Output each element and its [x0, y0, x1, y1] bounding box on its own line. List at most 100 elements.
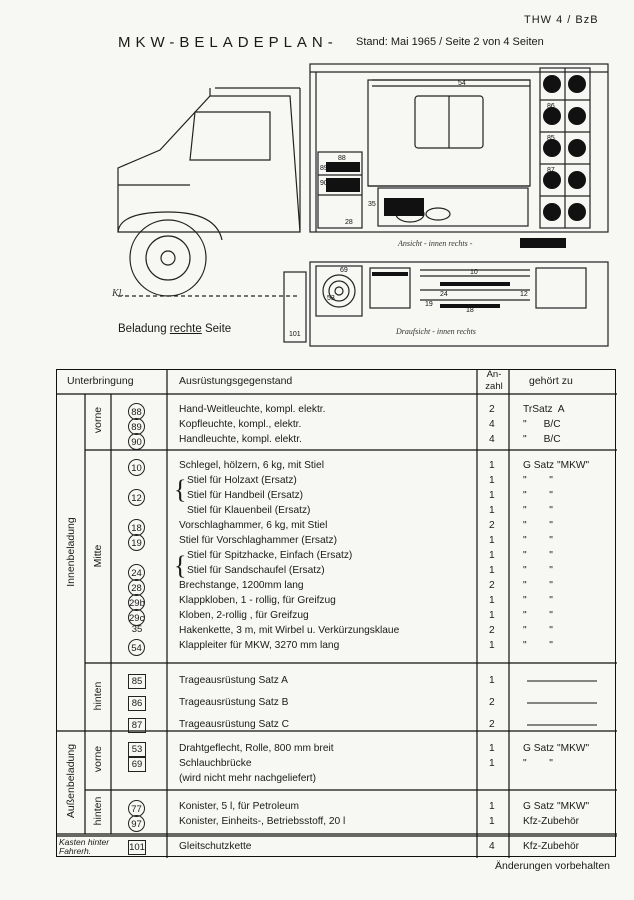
item-description: Stiel für Holzaxt (Ersatz): [187, 475, 297, 486]
subgroup-hinten-innen: hinten: [92, 681, 104, 711]
item-belongs-to: TrSatz A: [523, 404, 565, 415]
marker-54: 54: [458, 80, 466, 87]
marker-28: 28: [345, 219, 353, 226]
caption-underlined: rechte: [169, 323, 202, 335]
item-belongs-to: " ": [523, 505, 553, 516]
subgroup-vorne-aussen: vorne: [92, 745, 104, 773]
item-description: (wird nicht mehr nachgeliefert): [179, 773, 317, 784]
header-gegenstand: Ausrüstungsgegenstand: [179, 375, 293, 387]
item-number: 10: [128, 459, 145, 476]
item-description: Gleitschutzkette: [179, 841, 252, 852]
equipment-table: Unterbringung Ausrüstungsgegenstand An- …: [56, 369, 617, 858]
signature: Kl.: [111, 288, 124, 299]
item-quantity: 1: [489, 490, 495, 501]
item-quantity: 1: [489, 505, 495, 516]
brace-group-2: {: [174, 551, 187, 580]
caption-suffix: Seite: [201, 323, 232, 335]
item-description: Stiel für Handbeil (Ersatz): [187, 490, 304, 501]
item-belongs-to: " B/C: [523, 419, 561, 430]
item-description: Brechstange, 1200mm lang: [179, 580, 304, 591]
item-number: 35: [131, 624, 143, 635]
group-innenbeladung: Innenbeladung: [65, 517, 77, 587]
item-belongs-to: " ": [523, 580, 553, 591]
item-number: 69: [128, 757, 146, 772]
item-quantity: 4: [489, 841, 495, 852]
item-number: 101: [128, 840, 146, 855]
item-description: Handleuchte, kompl. elektr.: [179, 434, 302, 445]
group-kasten: Kasten hinter Fahrerh.: [59, 837, 110, 856]
item-description: Kloben, 2-rollig , für Greifzug: [179, 610, 309, 621]
item-quantity: 1: [489, 640, 495, 651]
item-belongs-to: " ": [523, 640, 553, 651]
item-number: 54: [128, 639, 145, 656]
marker-77: 77: [520, 239, 528, 246]
marker-97: 97: [540, 239, 548, 246]
item-quantity: 4: [489, 419, 495, 430]
subgroup-vorne-innen: vorne: [92, 406, 104, 434]
item-description: Trageausrüstung Satz C: [179, 719, 290, 730]
item-description: Klappleiter für MKW, 3270 mm lang: [179, 640, 340, 651]
item-description: Stiel für Spitzhacke, Einfach (Ersatz): [187, 550, 353, 561]
item-description: Drahtgeflecht, Rolle, 800 mm breit: [179, 743, 334, 754]
item-quantity: 1: [489, 565, 495, 576]
item-quantity: 1: [489, 675, 495, 686]
item-quantity: 1: [489, 550, 495, 561]
item-description: Schlauchbrücke: [179, 758, 252, 769]
item-belongs-to: " ": [523, 550, 553, 561]
top-view-label: Draufsicht - innen rechts: [395, 327, 476, 336]
item-description: Hakenkette, 3 m, mit Wirbel u. Verkürzun…: [179, 625, 400, 636]
marker-12: 12: [520, 291, 528, 298]
item-quantity: 1: [489, 535, 495, 546]
marker-101: 101: [289, 331, 301, 338]
item-belongs-to: " ": [523, 490, 553, 501]
side-view-label: Ansicht - innen rechts -: [397, 239, 473, 248]
item-quantity: 1: [489, 475, 495, 486]
item-belongs-to: Kfz-Zubehör: [523, 816, 580, 827]
item-belongs-to: " ": [523, 625, 553, 636]
item-belongs-to: " ": [523, 535, 553, 546]
marker-35: 35: [368, 201, 376, 208]
item-description: Konister, 5 l, für Petroleum: [179, 801, 300, 812]
item-belongs-to: G Satz "MKW": [523, 743, 590, 754]
subgroup-hinten-aussen: hinten: [92, 796, 104, 826]
marker-18: 18: [466, 307, 474, 314]
item-belongs-to: " ": [523, 520, 553, 531]
item-belongs-to: " ": [523, 610, 553, 621]
group-aussenbeladung: Außenbeladung: [65, 743, 77, 819]
item-quantity: 1: [489, 758, 495, 769]
item-number: 90: [128, 433, 145, 450]
marker-88: 88: [338, 155, 346, 162]
item-quantity: 2: [489, 719, 495, 730]
item-number: 19: [128, 534, 145, 551]
item-description: Vorschlaghammer, 6 kg, mit Stiel: [179, 520, 328, 531]
marker-24: 24: [440, 291, 448, 298]
marker-85: 85: [547, 135, 555, 142]
header-anzahl: An- zahl: [485, 369, 503, 392]
item-description: Stiel für Vorschlaghammer (Ersatz): [179, 535, 337, 546]
caption-prefix: Beladung: [118, 323, 170, 335]
vehicle-loading-drawing: Ansicht - innen rechts - Draufsicht - in…: [111, 63, 609, 347]
item-quantity: 2: [489, 520, 495, 531]
item-description: Trageausrüstung Satz B: [179, 697, 289, 708]
item-belongs-to: G Satz "MKW": [523, 460, 590, 471]
item-belongs-to: " ": [523, 565, 553, 576]
item-quantity: 2: [489, 580, 495, 591]
item-description: Trageausrüstung Satz A: [179, 675, 288, 686]
item-description: Schlegel, hölzern, 6 kg, mit Stiel: [179, 460, 324, 471]
item-number: 85: [128, 674, 146, 689]
item-quantity: 1: [489, 816, 495, 827]
footer-note: Änderungen vorbehalten: [494, 860, 610, 872]
item-belongs-to: Kfz-Zubehör: [523, 841, 580, 852]
table-grid: [57, 370, 617, 858]
header-gehoert: gehört zu: [529, 375, 573, 387]
page-title: MKW-BELADEPLAN-: [118, 34, 338, 51]
document-reference: THW 4 / BzB: [524, 14, 599, 26]
item-belongs-to: " B/C: [523, 434, 561, 445]
marker-89: 89: [320, 165, 328, 172]
item-description: Klappkloben, 1 - rollig, für Greifzug: [179, 595, 336, 606]
item-description: Stiel für Klauenbeil (Ersatz): [187, 505, 311, 516]
item-belongs-to: G Satz "MKW": [523, 801, 590, 812]
item-number: 12: [128, 489, 145, 506]
item-belongs-to: " ": [523, 595, 553, 606]
item-description: Stiel für Sandschaufel (Ersatz): [187, 565, 325, 576]
